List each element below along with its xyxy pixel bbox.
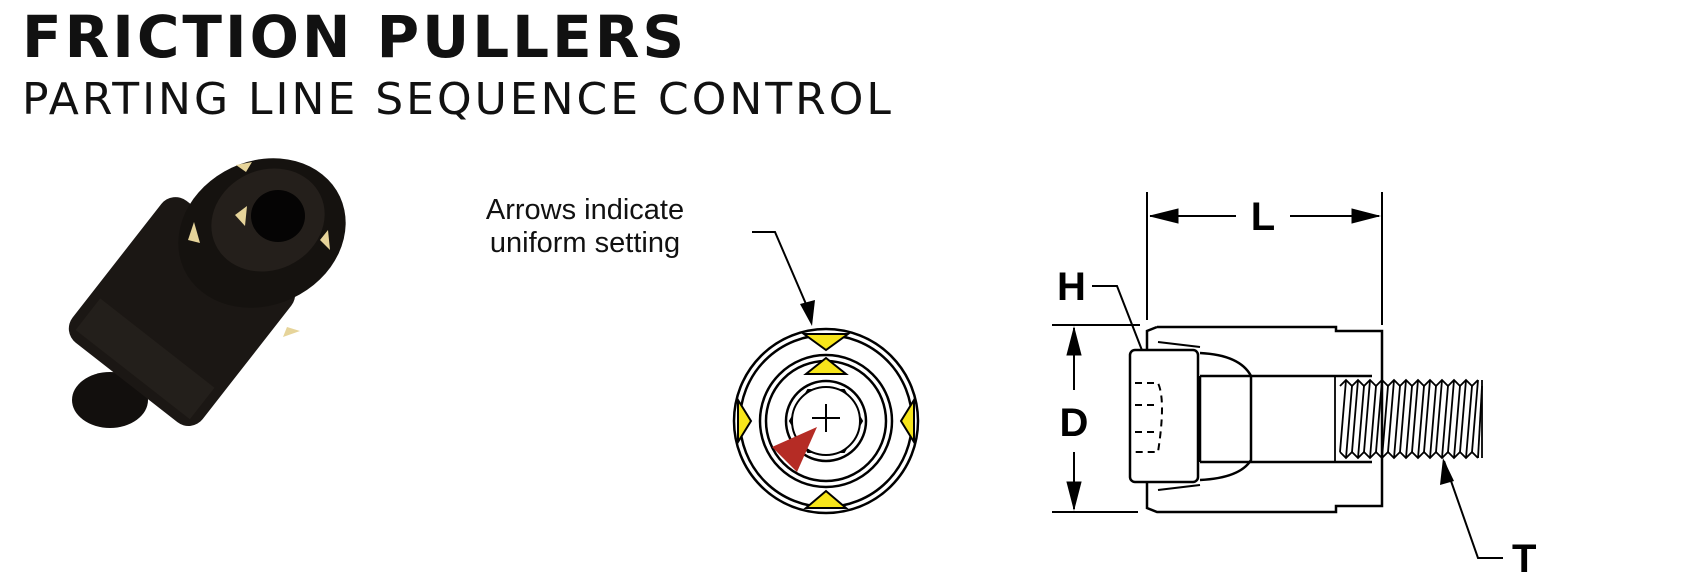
product-photo <box>68 158 346 428</box>
dimension-label-t: T <box>1512 537 1536 581</box>
marker-icon <box>320 230 330 250</box>
marker-right-icon <box>899 396 915 446</box>
marker-left-icon <box>737 396 753 446</box>
callout-leader-line <box>752 231 813 319</box>
dimension-label-l: L <box>1251 195 1275 239</box>
marker-icon <box>283 327 300 337</box>
page-subtitle: PARTING LINE SEQUENCE CONTROL <box>22 74 894 125</box>
marker-top-outer-icon <box>800 333 852 352</box>
end-view-diagram: Arrows indicate uniform setting <box>486 194 920 515</box>
callout-text-line1: Arrows indicate <box>486 194 684 226</box>
marker-bottom-icon <box>803 489 849 509</box>
pointer-icon <box>772 427 817 472</box>
thread-pattern <box>1334 376 1483 462</box>
callout-text-line2: uniform setting <box>490 227 680 259</box>
marker-icon <box>235 206 247 226</box>
marker-icon <box>188 222 200 243</box>
dimension-label-d: D <box>1060 401 1089 445</box>
dimension-label-h: H <box>1057 265 1086 309</box>
page-title: FRICTION PULLERS <box>22 3 688 71</box>
marker-top-inner-icon <box>803 356 849 375</box>
marker-icon <box>236 162 252 172</box>
arrowhead-icon <box>800 300 815 326</box>
side-view-diagram: L D H <box>1052 192 1536 581</box>
